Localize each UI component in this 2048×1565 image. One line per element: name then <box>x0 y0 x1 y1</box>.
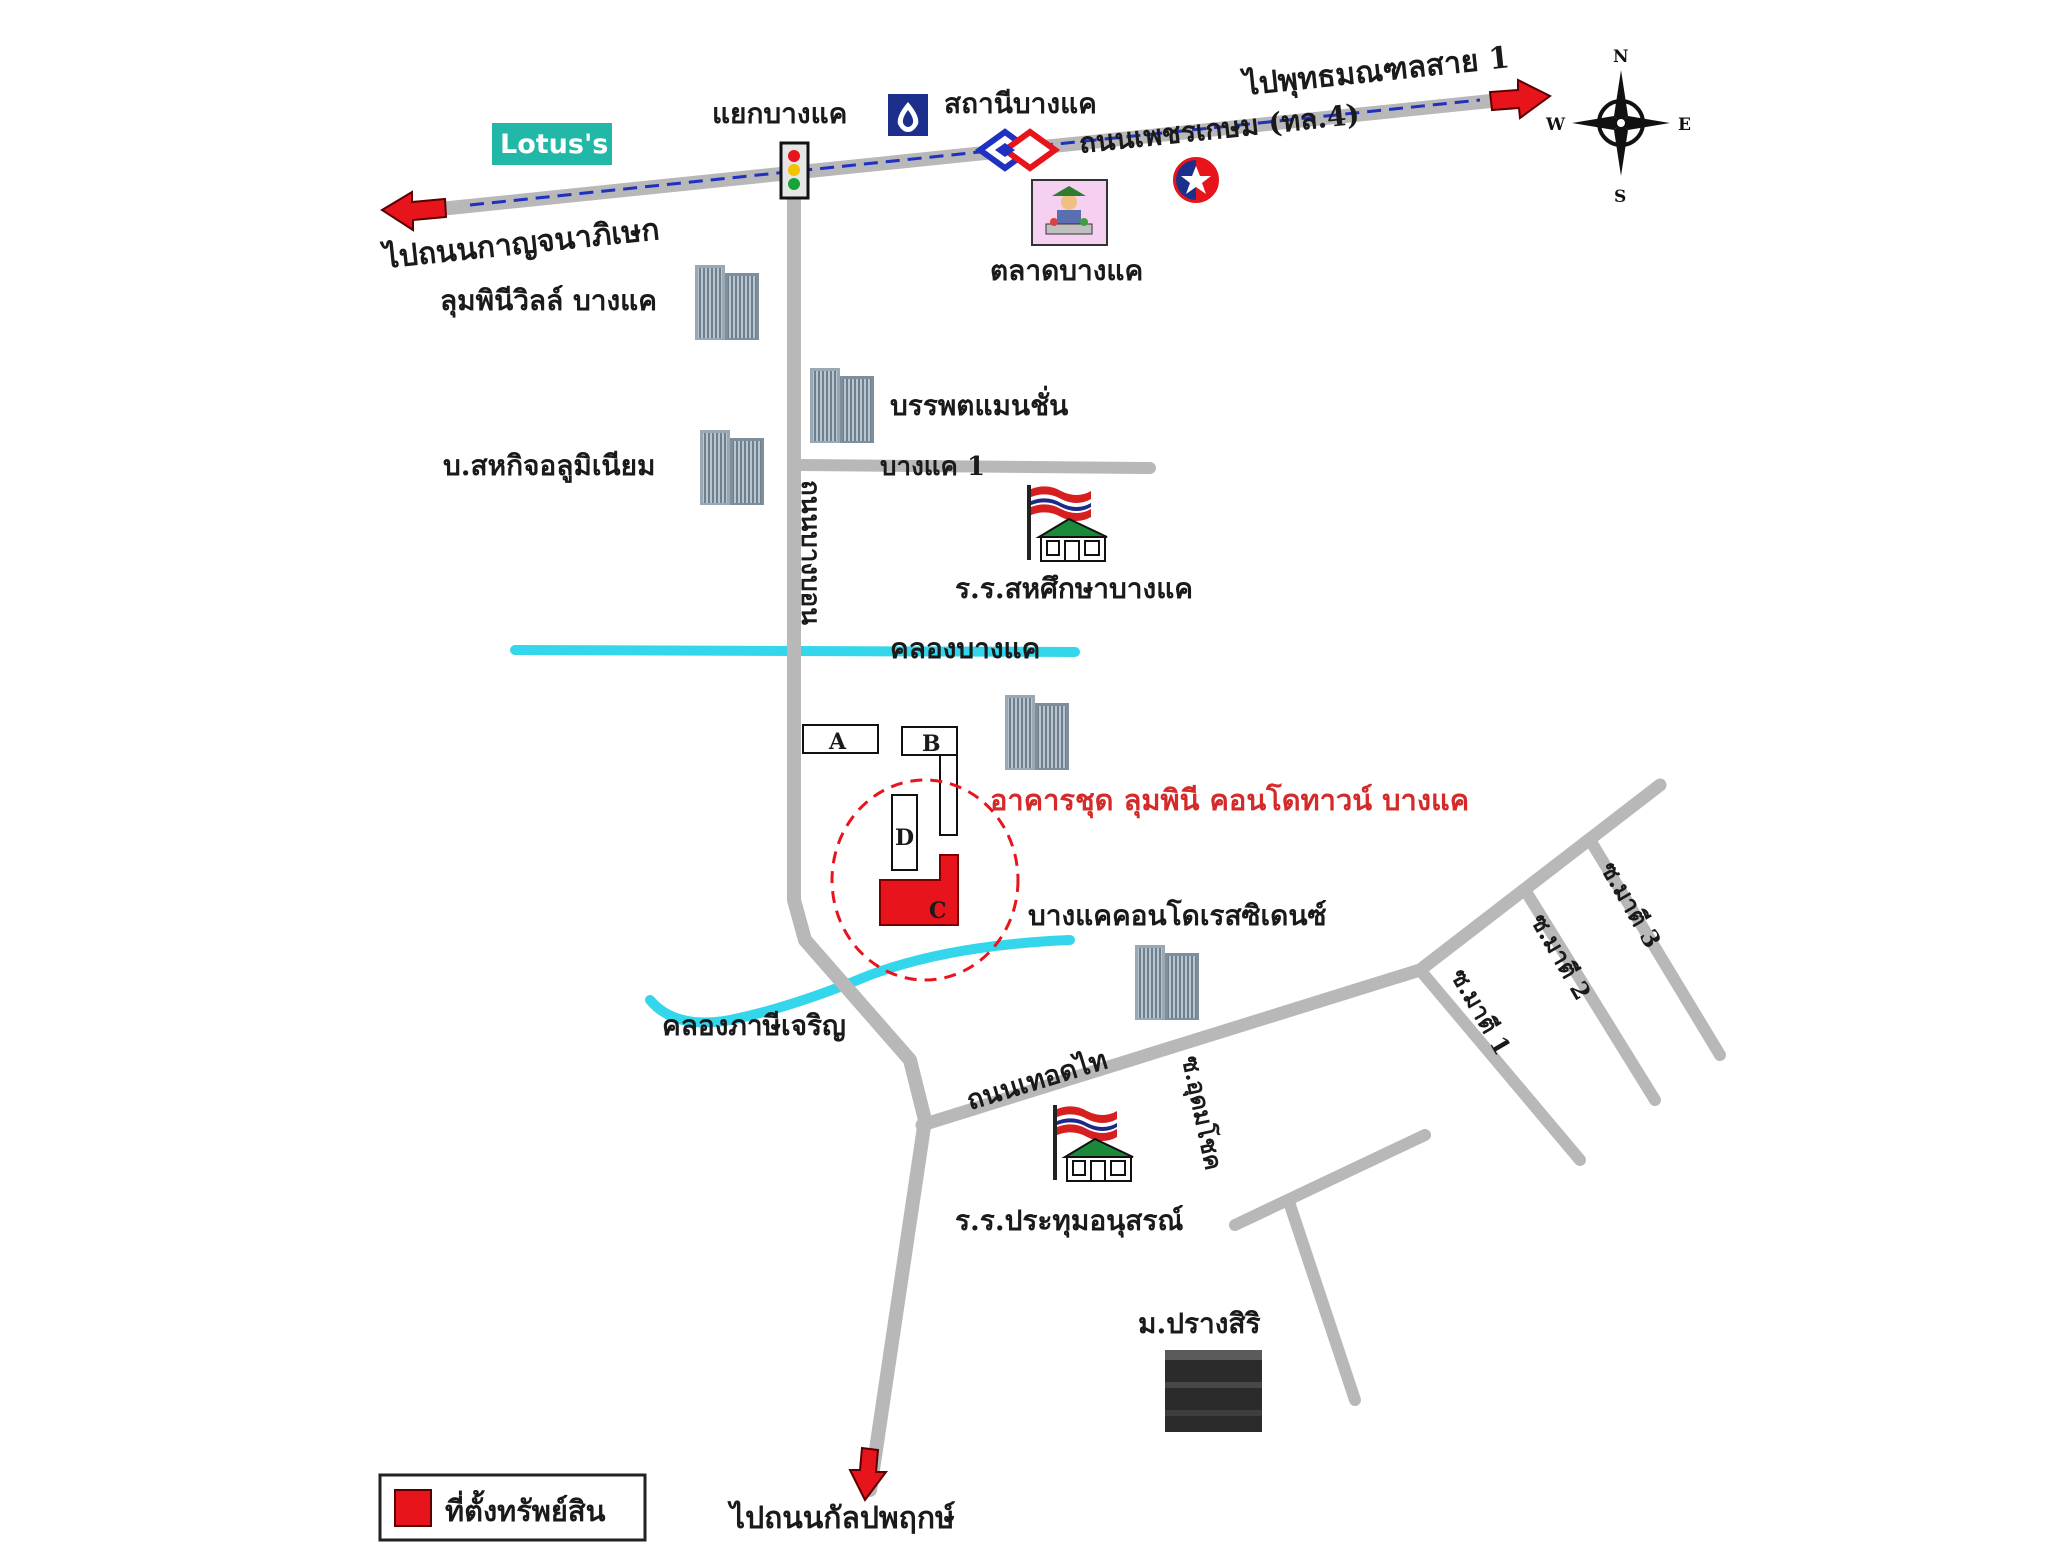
compass-icon: N S E W <box>1545 47 1691 207</box>
soi-mati-3-label: ซ.มาตี 3 <box>1595 857 1667 953</box>
compass-s: S <box>1614 187 1626 207</box>
village-label: ม.ปรางสิริ <box>1138 1307 1261 1340</box>
arrow-east <box>1488 78 1552 120</box>
soi-mati-1-line <box>1414 964 1586 1166</box>
bang-bon-road-label: ถนนบางบอน <box>795 480 825 625</box>
market-icon <box>1031 179 1108 246</box>
soi-udom-branch-line <box>1284 1199 1361 1406</box>
soi-mati-2-label: ซ.มาตี 2 <box>1525 909 1597 1005</box>
building-d: D <box>891 794 918 871</box>
lotus-logo: Lotus's <box>492 123 612 165</box>
legend-swatch <box>394 1489 432 1527</box>
compass-e: E <box>1678 115 1691 135</box>
school-2-label: ร.ร.ประทุมอนุสรณ์ <box>955 1204 1183 1238</box>
nearby-building-icon <box>1005 695 1069 770</box>
school-1-label: ร.ร.สหศึกษาบางแค <box>955 572 1193 605</box>
compass-w: W <box>1545 115 1566 135</box>
svg-text:Lotus's: Lotus's <box>500 129 608 160</box>
legend-label: ที่ตั้งทรัพย์สิน <box>445 1489 606 1528</box>
svg-text:C: C <box>929 898 947 924</box>
lumpini-ville-label: ลุมพินีวิลล์ บางแค <box>440 284 657 318</box>
to-east-label: ไปพุทธมณฑลสาย 1 <box>1239 39 1511 104</box>
arrow-west <box>380 190 448 232</box>
compass-n: N <box>1613 47 1629 67</box>
main-road-label: ถนนเพชรเกษม (ทล.4) <box>1077 98 1361 160</box>
canal-bangkhae-label: คลองบางแค <box>890 632 1040 665</box>
to-west-label: ไปถนนกาญจนาภิเษก <box>379 211 661 276</box>
bang-khae-1-road-line <box>794 459 1156 474</box>
soi-mati-3-line <box>1584 834 1726 1061</box>
bang-khae-1-label: บางแค 1 <box>880 452 985 482</box>
aluminium-co-label: บ.สหกิจอลูมิเนียม <box>443 449 655 483</box>
canal-phasi-label: คลองภาษีเจริญ <box>662 1009 846 1042</box>
building-b: B <box>901 726 958 836</box>
aluminium-co-building-icon <box>700 430 764 505</box>
to-south-label: ไปถนนกัลปพฤกษ์ <box>727 1500 955 1536</box>
traffic-light-icon <box>779 141 810 200</box>
soi-udom-label: ซ.อุดมโชค <box>1174 1053 1228 1173</box>
skytrain-line <box>469 98 1481 207</box>
station-label: สถานีบางแค <box>944 87 1097 120</box>
property-circle <box>830 778 1020 982</box>
station-icon <box>974 128 1061 172</box>
target-condo-label: อาคารชุด ลุมพินี คอนโดทาวน์ บางแค <box>990 782 1469 818</box>
svg-text:D: D <box>895 825 914 851</box>
svg-text:B: B <box>922 731 941 757</box>
school-1-icon <box>1027 483 1109 563</box>
gas-station-icon <box>1171 155 1221 205</box>
thoet-thai-road-label: ถนนเทอดไท <box>963 1044 1111 1117</box>
soi-udom-line <box>1229 1129 1431 1231</box>
market-label: ตลาดบางแค <box>990 254 1143 287</box>
canal-phasi-charoen <box>645 935 1075 1028</box>
legend: ที่ตั้งทรัพย์สิน <box>378 1473 647 1542</box>
intersection-label: แยกบางแค <box>712 97 847 130</box>
soi-mati-2-line <box>1519 884 1661 1106</box>
bangkhae-condo-building-icon <box>1135 945 1199 1020</box>
village-photo <box>1165 1350 1262 1432</box>
bangkhae-condo-label: บางแคคอนโดเรสซิเดนซ์ <box>1028 898 1326 932</box>
bank-icon <box>888 94 928 136</box>
bang-bon-road-line <box>787 178 932 1497</box>
school-2-icon <box>1053 1103 1135 1183</box>
building-c-property-marker: C <box>879 854 959 926</box>
banpot-mansion-building-icon <box>810 368 874 443</box>
lumpini-ville-building-icon <box>695 265 759 340</box>
building-a: A <box>802 724 879 755</box>
banpot-mansion-label: บรรพตแมนชั่น <box>890 385 1068 422</box>
svg-text:A: A <box>828 729 847 755</box>
arrow-south <box>848 1446 888 1502</box>
